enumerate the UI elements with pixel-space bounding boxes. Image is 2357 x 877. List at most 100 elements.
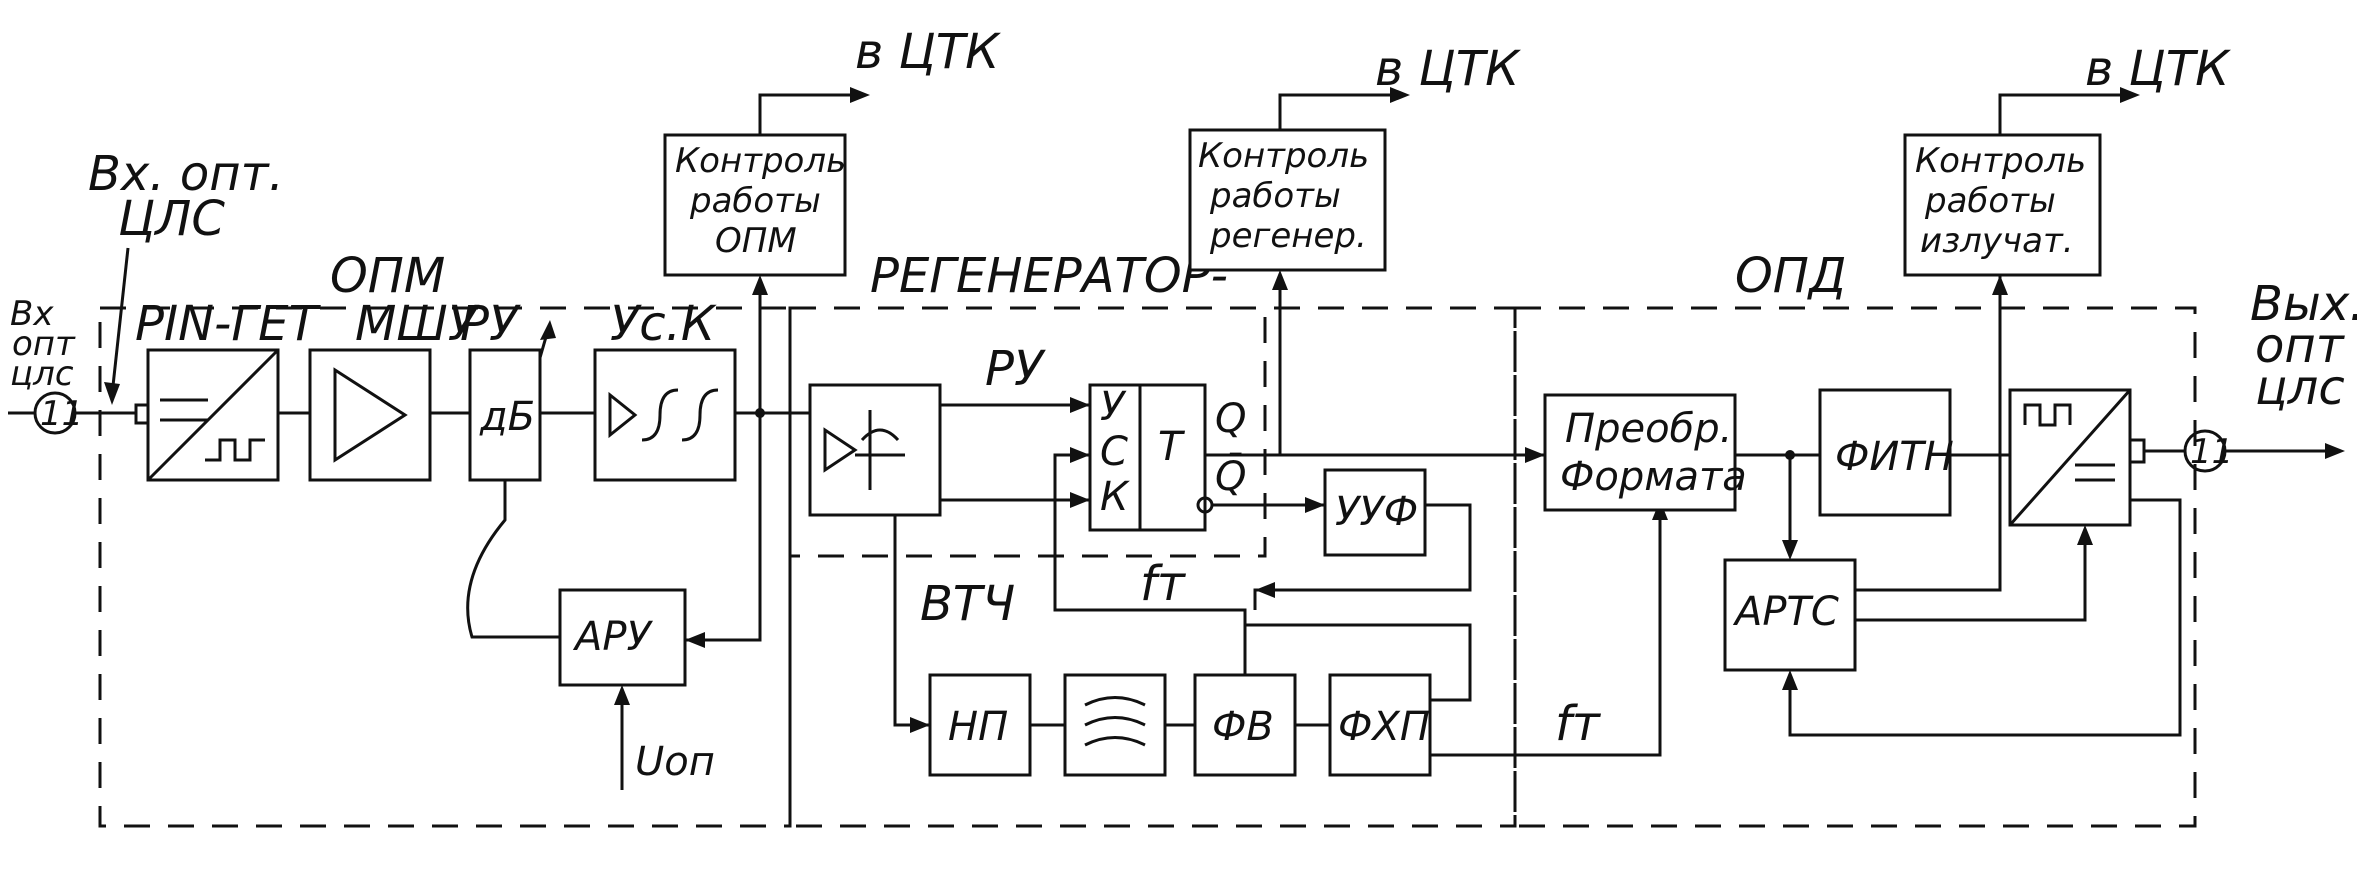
ctrl-rad-line3: излучат. (1920, 221, 2074, 261)
vtch-label: ВТЧ (920, 576, 1015, 632)
ctrl-opm-in-arrow (752, 275, 768, 295)
pin-get-arrows-icon (160, 398, 208, 422)
fhp-label: ФХП (1338, 704, 1430, 750)
uuf-in-arrow (1305, 497, 1325, 513)
apu-block (558, 588, 687, 687)
filter-wave-icon (1084, 696, 1146, 747)
output-label-2: опт (2255, 318, 2346, 374)
wire-uuf-fv (1253, 503, 1472, 610)
attenuator-label: дБ (479, 394, 535, 440)
to-utk-1: в ЦТК (855, 24, 1001, 80)
opd-frame (1513, 306, 2197, 828)
usk-correction-icon (641, 388, 719, 442)
input-label-left-1: Вх (10, 294, 54, 334)
section-title-regenerator: РЕГЕНЕРАТОР- (870, 248, 1228, 304)
opm-frame (98, 306, 792, 828)
label-usk: Ус.К (610, 296, 717, 352)
uop-arrow (614, 685, 630, 705)
input-pointer-line (110, 247, 130, 396)
label-ru: РУ (460, 296, 521, 352)
ctrl-opm-line3: ОПМ (715, 221, 797, 261)
ctrl-opm-line2: работы (689, 181, 821, 221)
wire-ft-preobr (1430, 505, 1662, 757)
label-pin-get: PIN-ГЕТ (135, 296, 321, 352)
laser-pulse-icon (2023, 403, 2072, 427)
wire-apu-feedback (685, 413, 762, 642)
ctrl-rad-in-arrow (1992, 275, 2008, 295)
ft-label-1: fт (1140, 556, 1187, 612)
artc-bottom-arrow (1782, 670, 1798, 690)
fitn-block (1818, 388, 1952, 517)
fv-block (1193, 673, 1297, 777)
trigger-k-arrow (1070, 492, 1090, 508)
trigger-y-arrow (1070, 397, 1090, 413)
artc-top-arrow (1782, 540, 1798, 560)
ctrl-rad-line2: работы (1924, 181, 2056, 221)
wire-apu-att (466, 480, 560, 639)
ru-arrow-head (540, 320, 556, 340)
wire-fv-clock (1053, 453, 1247, 675)
mshu-block (308, 348, 432, 482)
uuf-block (1323, 468, 1427, 557)
input-pointer-arrow (104, 382, 120, 405)
trigger-y: У (1100, 384, 1127, 430)
wire-ctrl-reg-out (1278, 93, 1400, 130)
fv-label: ФВ (1212, 704, 1274, 750)
ctrl-rad-out-arrow (2120, 87, 2140, 103)
comparator-block (808, 383, 942, 517)
laser-arrows-icon (2075, 463, 2115, 482)
laser-diagonal (2008, 389, 2132, 526)
to-utk-3: в ЦТК (2085, 41, 2231, 97)
input-label-left-3: цлс (10, 354, 74, 394)
section-frames (98, 306, 2197, 828)
ctrl-reg-block (1188, 128, 1387, 272)
trigger-k: К (1100, 474, 1130, 520)
ctrl-rad-block (1903, 133, 2102, 277)
trigger-q: Q (1215, 396, 1246, 442)
wire-ctrl-opm-out (758, 93, 860, 135)
trigger-nq: Q̄ (1215, 452, 1246, 500)
preobr-in-arrow (1525, 447, 1545, 463)
ctrl-reg-line3: регенер. (1209, 216, 1367, 256)
uop-label: Uоп (635, 739, 715, 785)
trigger-c: С (1100, 429, 1128, 475)
comparator-decision-icon (855, 410, 905, 490)
attenuator-block (468, 348, 542, 482)
section-title-opd: ОПД (1735, 248, 1846, 304)
label-ru-reg: РУ (985, 341, 1046, 397)
trigger-block (1088, 383, 1207, 532)
wire-artc-laser (1855, 535, 2087, 622)
amplifier-triangle-icon (333, 367, 408, 463)
preobr-line1: Преобр. (1565, 406, 1732, 452)
comparator-amp-icon (823, 427, 858, 473)
usk-amp-icon (608, 391, 638, 439)
np-label: НП (948, 704, 1008, 750)
fhp-block (1328, 673, 1432, 777)
ctrl-rad-line1: Контроль (1915, 141, 2086, 181)
trigger-c-arrow (1070, 447, 1090, 463)
ft-label-2: fт (1555, 696, 1602, 752)
wire-fhp-loop (1245, 623, 1472, 702)
ctrl-reg-out-arrow (1390, 87, 1410, 103)
apu-in-arrow (685, 632, 705, 648)
input-label-left-2: опт (12, 324, 76, 364)
output-label-3: цлс (2255, 360, 2345, 416)
section-title-opm: ОПМ (330, 248, 445, 304)
filter-block (1063, 673, 1167, 777)
label-mshu: МШУ (355, 296, 480, 352)
input-label-top-2: ЦЛС (118, 191, 225, 247)
wire-ctrl-rad-out (1998, 93, 2130, 135)
np-in-arrow (910, 717, 930, 733)
output-arrow (2325, 443, 2345, 459)
uuf-label: УУФ (1335, 489, 1418, 535)
trigger-t: Т (1158, 424, 1186, 470)
output-label-1: Вых. (2250, 276, 2357, 332)
ctrl-opm-line1: Контроль (675, 141, 846, 181)
ru-inner-frame (788, 306, 1267, 558)
fitn-label: ФИТН (1835, 434, 1954, 480)
preobr-block (1543, 393, 1737, 512)
preobr-line2: Формата (1560, 454, 1747, 500)
pin-get-port (134, 403, 150, 425)
